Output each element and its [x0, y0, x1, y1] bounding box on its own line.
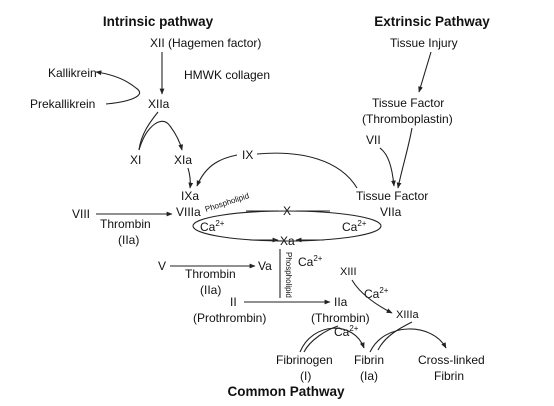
prothrombin-label: (Prothrombin): [193, 311, 266, 325]
arrow-tissue-factor-to-viia: [396, 127, 413, 189]
phospholipid-label-2: Phospholipid: [284, 252, 293, 298]
calcium-label-right: Ca2+: [342, 219, 367, 234]
arrow-vii-to-viia: [379, 147, 396, 187]
intrinsic-pathway-heading: Intrinsic pathway: [103, 14, 214, 29]
factor-v-label: V: [158, 259, 166, 273]
arrow-ix-to-ixa: [196, 154, 238, 187]
factor-xiia-label: XIIa: [148, 97, 170, 111]
factor-ii-label: II: [230, 295, 237, 309]
factor-va-label: Va: [258, 259, 272, 273]
extrinsic-pathway-heading: Extrinsic Pathway: [374, 14, 490, 29]
factor-vii-label: VII: [366, 133, 381, 147]
fibrin-ia-label: (Ia): [360, 369, 378, 383]
factor-xiii-label: XIII: [340, 266, 357, 278]
thromboplastin-label: (Thromboplastin): [362, 112, 453, 126]
factor-xiiia-label: XIIIa: [396, 309, 420, 321]
tissue-injury-label: Tissue Injury: [390, 36, 458, 50]
thrombin-label-1: Thrombin: [100, 217, 151, 231]
hmwk-collagen-label: HMWK collagen: [184, 68, 270, 82]
calcium-label-mid: Ca2+: [298, 254, 323, 269]
arrow-ix-tissue-factor-link: [256, 152, 358, 189]
factor-ixa-label: IXa: [181, 189, 199, 203]
factor-viia-label: VIIa: [380, 205, 402, 219]
arrow-xia-to-ixa: [187, 167, 194, 189]
calcium-label-xiii: Ca2+: [364, 286, 389, 301]
factor-viii-label: VIII: [72, 207, 90, 221]
tissue-factor-label: Tissue Factor: [372, 96, 444, 110]
factor-xi-label: XI: [130, 153, 141, 167]
arrow-fibrin-to-crosslinked: [369, 328, 447, 353]
crosslinked-fibrin-label: Cross-linked: [418, 353, 485, 367]
factor-iia-label: IIa: [334, 295, 348, 309]
arrow-xiii-to-xiiia: [351, 279, 393, 314]
thrombin-label-3: (Thrombin): [311, 311, 370, 325]
prekallikrein-label: Prekallikrein: [30, 97, 95, 111]
thrombin-iia-label-1: (IIa): [118, 233, 139, 247]
tissue-factor-label-2: Tissue Factor: [356, 189, 428, 203]
arrow-xi-to-xia: [138, 120, 184, 151]
calcium-label-left: Ca2+: [200, 219, 225, 234]
arrow-thrombin-to-fibrin: [303, 325, 339, 353]
factor-xii-label: XII (Hagemen factor): [150, 36, 261, 50]
arrow-tissue-injury-to-tissue-factor: [418, 51, 432, 93]
factor-ix-label: IX: [242, 148, 253, 162]
thrombin-label-2: Thrombin: [185, 267, 236, 281]
factor-viiia-label: VIIIa: [176, 205, 201, 219]
arrow-prekallikrein-to-kallikrein: [95, 70, 141, 105]
tenase-complex-ring: [192, 210, 382, 242]
arrow-xiiia-link: [377, 321, 413, 351]
arrow-fibrinogen-to-fibrin: [299, 327, 365, 353]
factor-xia-label: XIa: [174, 153, 192, 167]
crosslinked-fibrin-label-2: Fibrin: [434, 369, 464, 383]
thrombin-iia-label-2: (IIa): [200, 283, 221, 297]
fibrinogen-label: Fibrinogen: [276, 353, 333, 367]
common-pathway-heading: Common Pathway: [227, 384, 345, 399]
fibrin-label: Fibrin: [354, 353, 384, 367]
fibrinogen-i-label: (I): [300, 369, 311, 383]
kallikrein-label: Kallikrein: [48, 66, 97, 80]
phospholipid-label-1: Phospholipid: [204, 191, 250, 214]
